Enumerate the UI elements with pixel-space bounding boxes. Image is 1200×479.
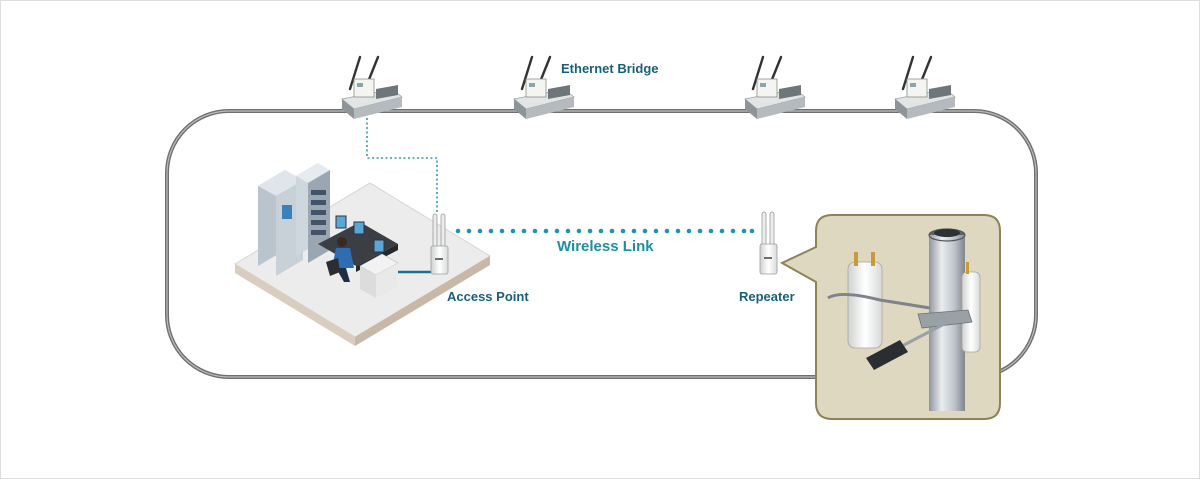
access-point-label: Access Point	[447, 289, 529, 304]
access-point-icon	[430, 213, 449, 275]
wireless-link-label: Wireless Link	[557, 238, 654, 255]
ethernet-bridge-label: Ethernet Bridge	[561, 61, 659, 76]
repeater-icon	[759, 211, 778, 275]
ethernet-bridge-icon	[341, 55, 403, 119]
pole-mount-icon	[779, 214, 1001, 420]
repeater-label: Repeater	[739, 289, 795, 304]
bridge-to-ap-link	[366, 118, 438, 212]
control-room-icon	[234, 163, 491, 346]
wireless-link-dots	[455, 228, 755, 234]
ethernet-bridge-icon	[894, 55, 956, 119]
ring-cable	[165, 109, 1038, 379]
ethernet-bridge-icon	[744, 55, 806, 119]
ethernet-bridge-icon	[513, 55, 575, 119]
